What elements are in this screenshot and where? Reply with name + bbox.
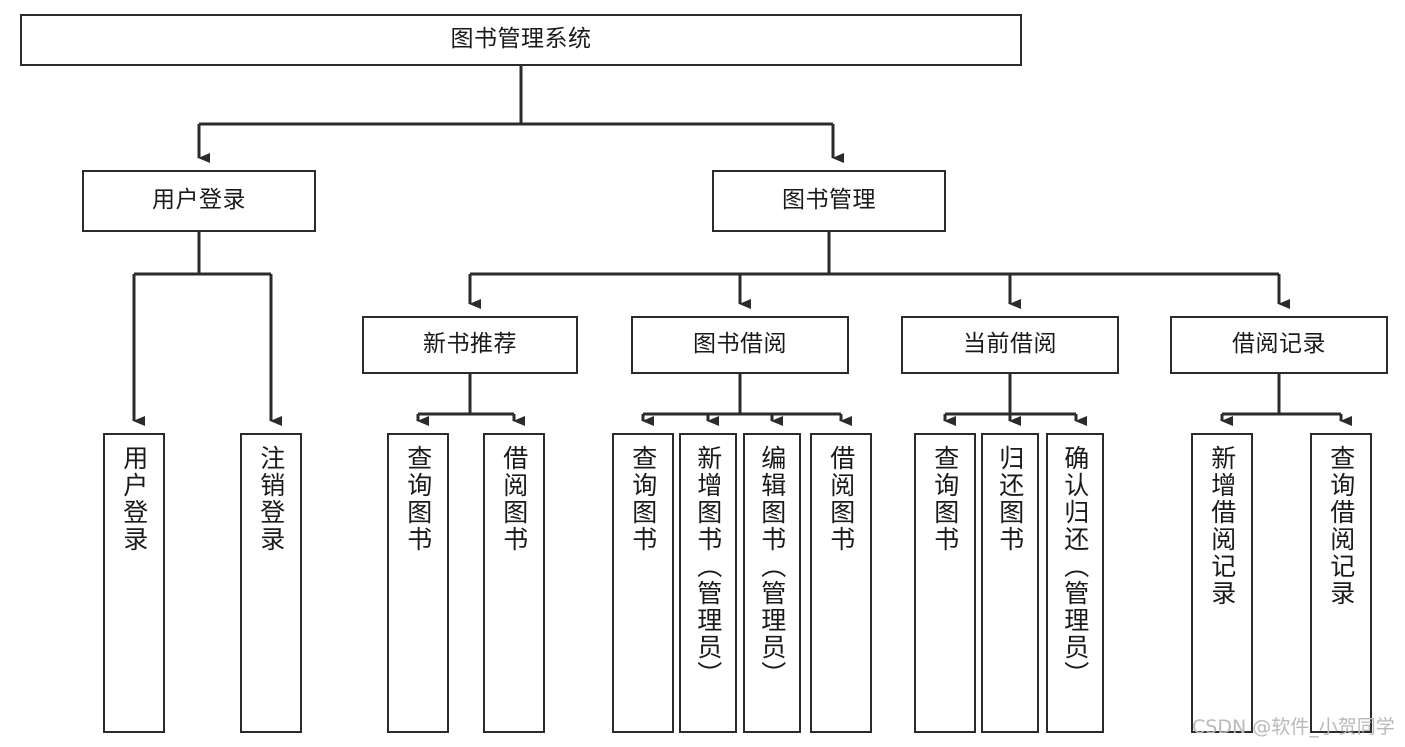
node-user-login[interactable]: 用户登录 [82,170,316,232]
node-leaf-borrow-lend-book[interactable]: 借阅图书 [810,433,872,733]
node-label: 查询图书 [628,445,658,553]
node-leaf-user-login[interactable]: 用户登录 [103,433,165,733]
node-leaf-borrow-add-book[interactable]: 新增图书（管理员） [679,433,737,733]
node-label: 确认归还（管理员） [1060,445,1090,688]
node-label: 查询借阅记录 [1326,445,1356,607]
node-borrow-record[interactable]: 借阅记录 [1170,316,1388,374]
node-leaf-record-query[interactable]: 查询借阅记录 [1310,433,1372,733]
node-label: 图书管理 [782,187,876,214]
node-label: 查询图书 [403,445,433,553]
node-label: 新增图书（管理员） [693,445,723,688]
node-label: 用户登录 [119,445,149,553]
node-book-borrow[interactable]: 图书借阅 [631,316,849,374]
node-label: 归还图书 [995,445,1025,553]
node-current-borrow[interactable]: 当前借阅 [901,316,1119,374]
node-new-book-recommend[interactable]: 新书推荐 [362,316,578,374]
node-label: 借阅图书 [499,445,529,553]
node-label: 新增借阅记录 [1207,445,1237,607]
node-label: 用户登录 [152,187,246,214]
node-leaf-borrow-query-book[interactable]: 查询图书 [612,433,674,733]
node-leaf-current-return-book[interactable]: 归还图书 [981,433,1039,733]
node-label: 注销登录 [256,445,286,553]
node-book-management[interactable]: 图书管理 [712,170,946,232]
node-label: 查询图书 [930,445,960,553]
csdn-watermark: CSDN @软件_小贺同学 [1192,716,1395,738]
node-leaf-recommend-borrow-book[interactable]: 借阅图书 [483,433,545,733]
node-leaf-record-add[interactable]: 新增借阅记录 [1191,433,1253,733]
node-label: 当前借阅 [963,331,1057,358]
node-leaf-current-query-book[interactable]: 查询图书 [914,433,976,733]
node-leaf-user-logout[interactable]: 注销登录 [240,433,302,733]
node-label: 图书借阅 [693,331,787,358]
node-label: 新书推荐 [423,331,517,358]
node-label: 借阅图书 [826,445,856,553]
node-leaf-borrow-edit-book[interactable]: 编辑图书（管理员） [743,433,801,733]
node-label: 图书管理系统 [450,26,592,53]
node-leaf-current-confirm-return[interactable]: 确认归还（管理员） [1046,433,1104,733]
node-label: 编辑图书（管理员） [757,445,787,688]
node-leaf-recommend-query-book[interactable]: 查询图书 [387,433,449,733]
node-root[interactable]: 图书管理系统 [20,14,1022,66]
node-label: 借阅记录 [1232,331,1326,358]
